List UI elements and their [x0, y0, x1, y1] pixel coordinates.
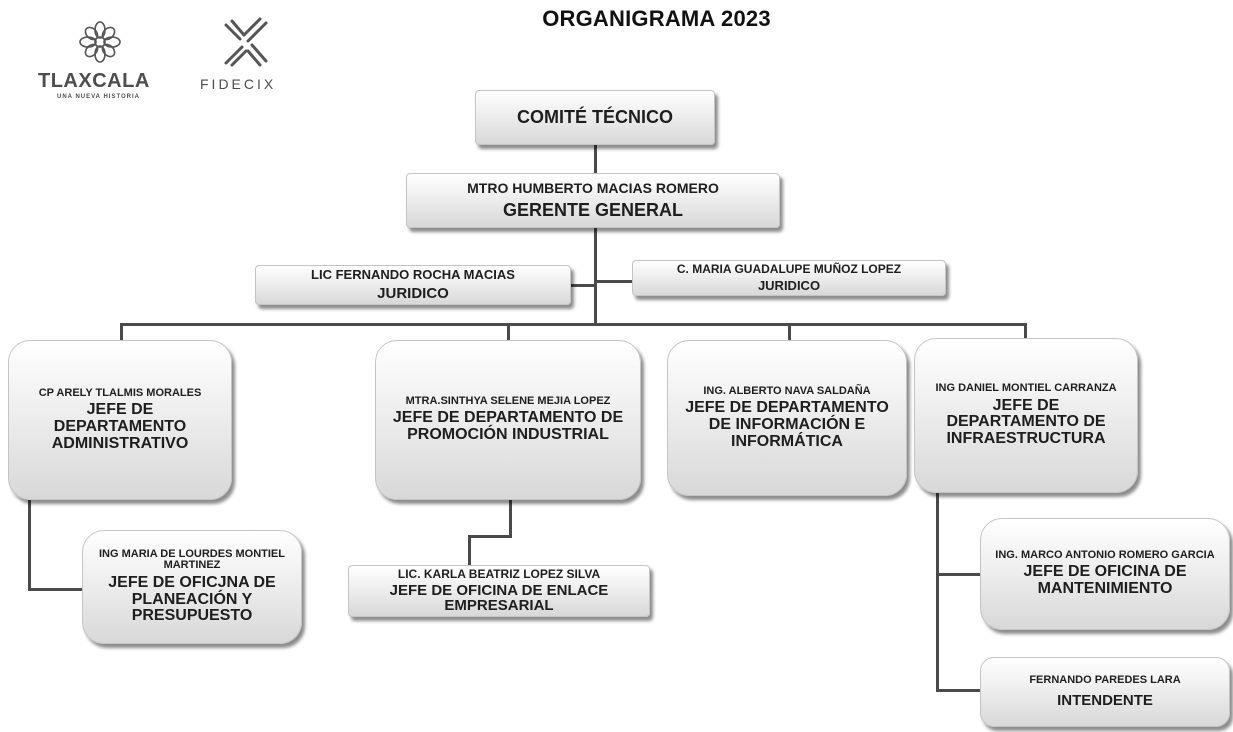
node-juridico-2: C. MARIA GUADALUPE MUÑOZ LOPEZ JURIDICO: [632, 260, 946, 296]
page-title: ORGANIGRAMA 2023: [542, 6, 771, 31]
connector-line: [570, 284, 596, 287]
node-name: ING. ALBERTO NAVA SALDAÑA: [703, 384, 871, 397]
node-name: FERNANDO PAREDES LARA: [1029, 674, 1181, 687]
node-name: LIC. KARLA BEATRIZ LOPEZ SILVA: [397, 566, 601, 581]
node-role: JEFE DE DEPARTAMENTO ADMINISTRATIVO: [51, 401, 189, 452]
node-name: MTRA.SINTHYA SELENE MEJIA LOPEZ: [405, 394, 611, 407]
node-informacion-informatica: ING. ALBERTO NAVA SALDAÑA JEFE DE DEPART…: [667, 340, 907, 496]
node-planeacion-presupuesto: ING MARIA DE LOURDES MONTIEL MARTINEZ JE…: [82, 530, 302, 644]
connector-line: [509, 500, 512, 537]
node-name: C. MARIA GUADALUPE MUÑOZ LOPEZ: [676, 261, 902, 276]
node-gerente-general: MTRO HUMBERTO MACIAS ROMERO GERENTE GENE…: [406, 173, 780, 228]
node-infraestructura: ING DANIEL MONTIEL CARRANZA JEFE DE DEPA…: [914, 338, 1138, 493]
connector-line: [936, 492, 939, 692]
node-name: LIC FERNANDO ROCHA MACIAS: [311, 267, 515, 283]
node-intendente: FERNANDO PAREDES LARA INTENDENTE: [980, 657, 1230, 727]
node-role: JEFE DE DEPARTAMENTO DE PROMOCIÓN INDUST…: [392, 409, 624, 444]
connector-line: [788, 323, 791, 343]
connector-line: [120, 323, 123, 343]
connector-line: [596, 280, 632, 283]
connector-line: [594, 145, 597, 175]
node-name: ING DANIEL MONTIEL CARRANZA: [935, 382, 1117, 395]
tlaxcala-logo-tagline: UNA NUEVA HISTORIA: [57, 94, 141, 100]
node-role: GERENTE GENERAL: [502, 199, 684, 220]
node-mantenimiento: ING. MARCO ANTONIO ROMERO GARCIA JEFE DE…: [980, 518, 1230, 630]
connector-line: [468, 535, 471, 567]
node-name: ING. MARCO ANTONIO ROMERO GARCIA: [995, 548, 1215, 561]
connector-line: [1024, 323, 1027, 343]
node-role: JEFE DE OFICINA DE ENLACE EMPRESARIAL: [389, 581, 609, 615]
node-name: ING MARIA DE LOURDES MONTIEL MARTINEZ: [99, 547, 285, 572]
connector-line: [470, 535, 512, 538]
connector-line: [936, 573, 981, 576]
connector-line: [936, 689, 981, 692]
node-juridico-1: LIC FERNANDO ROCHA MACIAS JURIDICO: [255, 265, 571, 305]
node-role: INTENDENTE: [1057, 691, 1153, 709]
tlaxcala-flower-icon: [79, 21, 121, 63]
node-role: JURIDICO: [377, 284, 449, 302]
connector-line: [28, 500, 31, 591]
node-promocion-industrial: MTRA.SINTHYA SELENE MEJIA LOPEZ JEFE DE …: [375, 340, 641, 500]
node-name: MTRO HUMBERTO MACIAS ROMERO: [467, 180, 719, 197]
node-administrativo: CP ARELY TLALMIS MORALES JEFE DE DEPARTA…: [8, 340, 232, 500]
fidecix-logo-name: FIDECIX: [200, 76, 277, 92]
fidecix-x-icon: [224, 17, 268, 67]
node-role: JURIDICO: [757, 278, 821, 294]
tlaxcala-logo-name: TLAXCALA: [38, 70, 150, 92]
node-role: JEFE DE DEPARTAMENTO DE INFRAESTRUCTURA: [946, 396, 1106, 448]
node-comite-tecnico: COMITÉ TÉCNICO: [475, 90, 715, 145]
node-name: CP ARELY TLALMIS MORALES: [38, 386, 202, 399]
node-role: JEFE DE OFICINA DE MANTENIMIENTO: [1023, 563, 1187, 598]
node-role: JEFE DE OFICJNA DE PLANEACIÓN Y PRESUPUE…: [108, 573, 276, 625]
connector-line: [28, 588, 84, 591]
connector-line: [594, 227, 597, 325]
node-role: JEFE DE DEPARTAMENTO DE INFORMACIÓN E IN…: [685, 399, 889, 450]
node-role: COMITÉ TÉCNICO: [517, 107, 673, 128]
connector-line: [507, 323, 510, 343]
node-enlace-empresarial: LIC. KARLA BEATRIZ LOPEZ SILVA JEFE DE O…: [348, 565, 650, 617]
connector-line: [120, 323, 1026, 326]
